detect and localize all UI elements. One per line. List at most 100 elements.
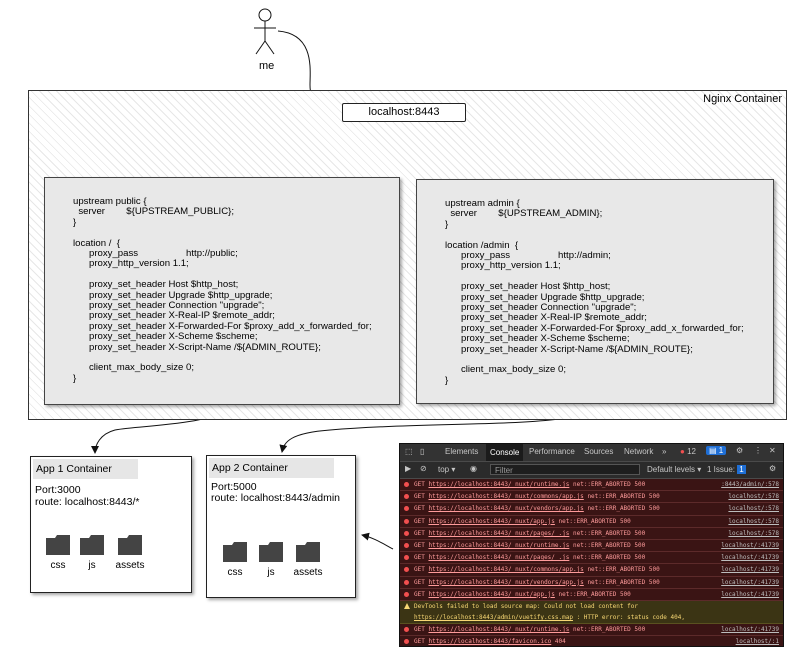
folder-label-css: css <box>50 560 66 571</box>
folder-label-css: css <box>227 567 243 578</box>
config-line: proxy_set_header X-Script-Name /${ADMIN_… <box>445 343 693 355</box>
log-method: GET <box>414 578 425 586</box>
config-line: proxy_http_version 1.1; <box>73 258 189 270</box>
log-source-link[interactable]: :8443/admin/:578 <box>721 481 779 488</box>
folder-label-assets: assets <box>115 560 145 571</box>
log-url-link[interactable]: https://localhost:8443/_nuxt/app.js <box>428 590 555 598</box>
log-url-link[interactable]: https://localhost:8443/_nuxt/commons/app… <box>428 566 584 574</box>
filter-input[interactable]: Filter <box>490 464 640 475</box>
tab-network[interactable]: Network <box>624 447 654 456</box>
config-line: proxy_set_header X-Real-IP $remote_addr; <box>73 310 275 322</box>
log-url-link[interactable]: https://localhost:8443/_nuxt/pages/_.js <box>428 554 570 562</box>
tab-more[interactable]: » <box>662 447 667 456</box>
log-method: GET <box>414 554 425 562</box>
log-source-link[interactable]: localhost/:41739 <box>721 590 779 598</box>
log-source-link[interactable]: localhost/:41739 <box>721 554 779 562</box>
tab-sources[interactable]: Sources <box>584 447 614 456</box>
config-line: location / { <box>73 237 120 249</box>
console-error-row: GET https://localhost:8443/_nuxt/runtime… <box>400 539 783 553</box>
error-icon <box>404 542 409 548</box>
more-options-icon[interactable]: ⋮ <box>754 446 762 455</box>
log-url-link[interactable]: https://localhost:8443/_nuxt/runtime.js <box>428 541 570 549</box>
app1-port: Port:3000 <box>35 484 81 496</box>
log-url-link[interactable]: https://localhost:8443/admin/vuetify.css… <box>414 613 573 621</box>
log-source-link[interactable]: localhost/:41739 <box>721 566 779 574</box>
error-icon <box>404 639 409 645</box>
tab-performance[interactable]: Performance <box>529 447 575 456</box>
config-line: upstream public { <box>73 196 147 207</box>
log-status: 404 <box>554 638 566 646</box>
log-url-link[interactable]: https://localhost:8443/favicon.ico <box>428 638 552 646</box>
log-source-link[interactable]: localhost/:41739 <box>721 541 779 549</box>
sidebar-toggle-icon[interactable]: ▶ <box>405 464 412 473</box>
log-message: GET https://localhost:8443/_nuxt/pages/_… <box>414 552 723 563</box>
devtools-tab-bar: ⬚ ▯ Elements Console Performance Sources… <box>400 444 783 462</box>
log-message: GET https://localhost:8443/_nuxt/vendors… <box>414 577 723 588</box>
log-source-link[interactable]: localhost/:578 <box>728 505 779 513</box>
log-method: DevTools failed to load source map: Coul… <box>414 602 638 610</box>
log-source-link[interactable]: localhost/:578 <box>728 517 779 525</box>
log-url-link[interactable]: https://localhost:8443/_nuxt/vendors/app… <box>428 505 584 513</box>
live-expression-eye-icon[interactable]: ◉ <box>470 464 477 473</box>
app1-title-bar: App 1 Container <box>33 459 138 479</box>
log-status: net::ERR_ABORTED 500 <box>572 541 646 549</box>
context-selector[interactable]: top ▾ <box>438 465 456 474</box>
config-line: } <box>445 374 449 386</box>
config-line: proxy_set_header Connection "upgrade"; <box>73 300 265 311</box>
console-error-row: GET https://localhost:8443/_nuxt/pages/_… <box>400 527 783 540</box>
log-url-link[interactable]: https://localhost:8443/_nuxt/vendors/app… <box>428 578 584 586</box>
config-line: proxy_set_header X-Script-Name /${ADMIN_… <box>73 341 321 353</box>
inspect-element-icon[interactable]: ⬚ <box>405 447 413 456</box>
console-error-row: GET https://localhost:8443/_nuxt/runtime… <box>400 479 783 492</box>
config-line: proxy_set_header Host $http_host; <box>73 279 239 291</box>
error-icon <box>404 518 409 524</box>
folder-icon <box>223 542 247 562</box>
app2-route: route: localhost:8443/admin <box>211 492 340 504</box>
log-source-link[interactable]: localhost/:1 <box>735 638 779 646</box>
issues-button[interactable]: 1 Issue: 1 <box>707 465 746 474</box>
log-source-link[interactable]: localhost/:41739 <box>721 625 779 633</box>
config-line: proxy_set_header Upgrade $http_upgrade; <box>445 291 645 303</box>
log-message: GET https://localhost:8443/_nuxt/commons… <box>414 491 723 502</box>
log-source-link[interactable]: localhost/:578 <box>728 493 779 501</box>
console-error-row: GET https://localhost:8443/_nuxt/runtime… <box>400 623 783 637</box>
error-icon <box>404 567 409 573</box>
log-url-link[interactable]: https://localhost:8443/_nuxt/pages/_.js <box>428 529 570 537</box>
levels-dropdown[interactable]: Default levels ▾ <box>647 465 702 474</box>
app1-route: route: localhost:8443/* <box>35 496 140 508</box>
log-message: GET https://localhost:8443/favicon.ico 4… <box>414 636 723 646</box>
issues-count: 1 <box>737 465 746 474</box>
settings-gear-icon[interactable]: ⚙ <box>736 446 744 455</box>
log-message: GET https://localhost:8443/_nuxt/runtime… <box>414 479 723 490</box>
log-url-link[interactable]: https://localhost:8443/_nuxt/runtime.js <box>428 625 570 633</box>
close-icon[interactable]: ✕ <box>769 446 776 455</box>
config-line: proxy_set_header Connection "upgrade"; <box>445 302 637 313</box>
folder-label-js: js <box>267 567 275 578</box>
config-line: } <box>445 218 449 230</box>
log-url-link[interactable]: https://localhost:8443/_nuxt/app.js <box>428 517 555 525</box>
console-settings-gear-icon[interactable]: ⚙ <box>769 464 777 473</box>
log-url-link[interactable]: https://localhost:8443/_nuxt/runtime.js <box>428 481 570 488</box>
log-source-link[interactable]: localhost/:41739 <box>721 578 779 586</box>
clear-console-icon[interactable]: ⊘ <box>420 464 427 473</box>
folder-icon <box>296 542 320 562</box>
console-error-row: GET https://localhost:8443/_nuxt/app.js … <box>400 515 783 528</box>
folder-icon <box>259 542 283 562</box>
log-message: GET https://localhost:8443/_nuxt/app.js … <box>414 516 723 527</box>
error-count-icon[interactable]: ● 12 <box>680 447 696 456</box>
tab-elements[interactable]: Elements <box>445 447 479 456</box>
message-count-badge[interactable]: ▤ 1 <box>706 446 727 455</box>
error-icon <box>404 626 409 632</box>
warning-icon <box>404 602 410 609</box>
log-url-link[interactable]: https://localhost:8443/_nuxt/commons/app… <box>428 493 584 501</box>
config-line: proxy_set_header Upgrade $http_upgrade; <box>73 289 273 301</box>
tab-console[interactable]: Console <box>486 444 524 461</box>
log-source-link[interactable]: localhost/:578 <box>728 529 779 537</box>
folder-icon <box>46 535 70 555</box>
log-message: GET https://localhost:8443/_nuxt/vendors… <box>414 503 723 514</box>
folder-icon <box>80 535 104 555</box>
devtools-console-panel: ⬚ ▯ Elements Console Performance Sources… <box>399 443 784 647</box>
config-line: client_max_body_size 0; <box>73 362 195 374</box>
nginx-config-admin: upstream admin { server ${UPSTREAM_ADMIN… <box>416 179 774 404</box>
device-toolbar-icon[interactable]: ▯ <box>420 447 425 456</box>
